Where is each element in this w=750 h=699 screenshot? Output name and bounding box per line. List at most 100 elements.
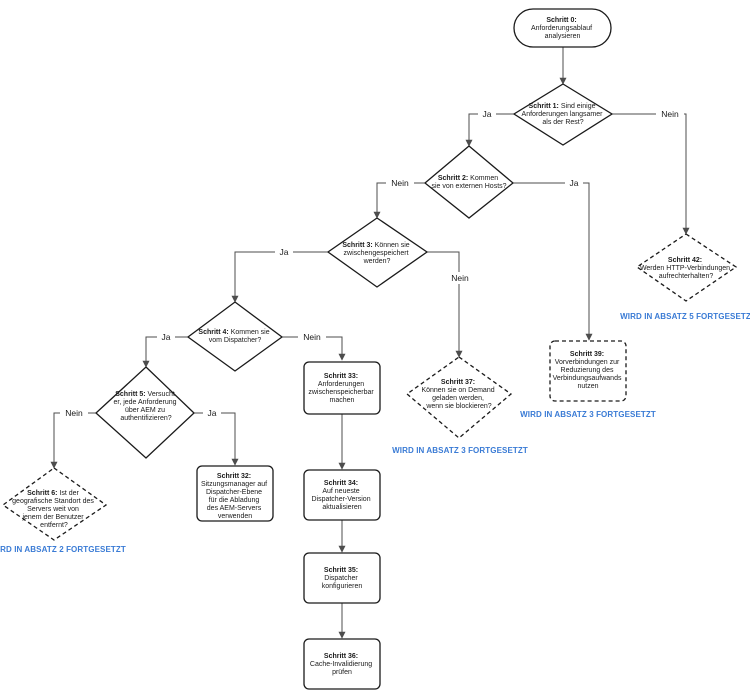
step32-line4: des AEM-Servers: [207, 505, 262, 512]
edge-label-step4-yes: Ja: [162, 332, 171, 342]
step32-line2: Dispatcher-Ebene: [206, 489, 262, 496]
step3-first: Können sie: [375, 242, 410, 249]
step0-number: Schritt 0:: [546, 17, 576, 24]
step42-number: Schritt 42:: [668, 257, 702, 264]
step42-line2: aufrechterhalten?: [659, 273, 714, 280]
step33-number: Schritt 33:: [324, 373, 358, 380]
svg-text:Schritt 34: Auf neueste: Schritt 34: Auf neueste Dispatcher-Versi…: [311, 480, 372, 511]
step1-line1: Anforderungen langsamer: [522, 111, 604, 118]
step4-line1: vom Dispatcher?: [209, 337, 262, 344]
step1-number: Schritt 1:: [529, 103, 559, 110]
svg-text:Schritt 1: Sind einige: Schritt 1: Sind einige Anforderungen lan…: [522, 103, 605, 126]
step33-line1: Anforderungen: [318, 381, 364, 388]
step39-line3: Verbindungsaufwands: [553, 375, 622, 382]
step6-line1: geografische Standort des: [12, 498, 94, 505]
edge-label-step5-no: Nein: [65, 408, 83, 418]
step37-line3: wenn sie blockieren?: [425, 403, 491, 410]
node-step4: Schritt 4: Kommen sie vom Dispatcher?: [186, 301, 284, 372]
node-step34: Schritt 34: Auf neueste Dispatcher-Versi…: [303, 469, 381, 521]
step34-line2: Dispatcher-Version: [311, 496, 370, 503]
node-step3: Schritt 3: Können sie zwischengespeicher…: [326, 217, 429, 288]
svg-text:Schritt 42: Werden HTTP-: Schritt 42: Werden HTTP-Verbindungen auf…: [640, 257, 732, 280]
step36-line2: prüfen: [332, 669, 352, 676]
node-step35: Schritt 35: Dispatcher konfigurieren: [303, 552, 381, 604]
svg-text:Schritt 2: Kommen: Schritt 2: Kommen sie von externen Hosts…: [431, 175, 506, 190]
step32-number: Schritt 32:: [217, 473, 251, 480]
step6-line2: Servers weit von: [27, 506, 79, 513]
edge-step2-yes: [513, 182, 593, 341]
svg-text:Schritt 37: Können sie o: Schritt 37: Können sie on Demand geladen…: [421, 379, 496, 410]
step37-line2: geladen werden,: [432, 395, 484, 402]
step3-line2: werden?: [363, 258, 391, 265]
step35-number: Schritt 35:: [324, 567, 358, 574]
svg-text:Schritt 33: Anforderunge: Schritt 33: Anforderungen zwischenspeich…: [308, 373, 375, 404]
edge-label-step4-no: Nein: [303, 332, 321, 342]
node-step6: Schritt 6: Ist der geografische Standort…: [1, 467, 108, 541]
edge-step5-no: [50, 412, 96, 469]
step33-line2: zwischenspeicherbar: [308, 389, 374, 396]
svg-text:Schritt 3: Können sie: Schritt 3: Können sie zwischengespeicher…: [342, 242, 411, 265]
svg-text:Schritt 39: Vorverbindun: Schritt 39: Vorverbindungen zur Reduzier…: [553, 351, 624, 390]
svg-text:Schritt 4: Kommen sie: Schritt 4: Kommen sie vom Dispatcher?: [198, 329, 271, 344]
step5-line2: über AEM zu: [125, 407, 165, 414]
step1-first: Sind einige: [561, 103, 596, 110]
step3-line1: zwischengespeichert: [344, 250, 409, 257]
node-step33: Schritt 33: Anforderungen zwischenspeich…: [303, 361, 381, 415]
step5-line1: er, jede Anforderung: [113, 399, 176, 406]
edge-step1-no: [612, 113, 690, 235]
step35-line2: konfigurieren: [322, 583, 363, 590]
edge-label-step1-no: Nein: [661, 109, 679, 119]
node-step1: Schritt 1: Sind einige Anforderungen lan…: [512, 83, 614, 146]
step2-number: Schritt 2:: [438, 175, 468, 182]
step34-line1: Auf neueste: [322, 488, 359, 495]
edge-step1-yes: [465, 113, 514, 147]
edge-label-step3-no: Nein: [451, 273, 469, 283]
node-step39: Schritt 39: Vorverbindungen zur Reduzier…: [549, 340, 627, 402]
step34-number: Schritt 34:: [324, 480, 358, 487]
step42-line1: Werden HTTP-Verbindungen: [640, 265, 730, 272]
step4-number: Schritt 4:: [198, 329, 228, 336]
edge-step5-yes: [194, 412, 239, 466]
step6-line4: entfernt?: [40, 522, 68, 529]
edge-label-step2-no: Nein: [391, 178, 409, 188]
continuation-section5: WIRD IN ABSATZ 5 FORTGESETZT: [620, 312, 750, 321]
svg-text:Schritt 35: Dispatcher: Schritt 35: Dispatcher konfigurieren: [322, 567, 363, 590]
edge-label-step1-yes: Ja: [483, 109, 492, 119]
step5-line3: authentifizieren?: [120, 415, 171, 422]
node-step42: Schritt 42: Werden HTTP-Verbindungen auf…: [635, 233, 738, 302]
svg-text:Schritt 0: Anforderungsa: Schritt 0: Anforderungsablauf analysiere…: [531, 17, 594, 40]
continuation-section2: WIRD IN ABSATZ 2 FORTGESETZT: [0, 545, 126, 554]
step2-line1: sie von externen Hosts?: [431, 183, 506, 190]
step1-line2: als der Rest?: [542, 119, 583, 126]
continuation-section3-middle: WIRD IN ABSATZ 3 FORTGESETZT: [392, 446, 528, 455]
edge-step3-yes: [231, 251, 328, 303]
node-step32: Schritt 32: Sitzungsmanager auf Dispatch…: [196, 465, 274, 522]
edge-label-step3-yes: Ja: [280, 247, 289, 257]
step36-number: Schritt 36:: [324, 653, 358, 660]
step2-first: Kommen: [470, 175, 498, 182]
step4-first: Kommen sie: [231, 329, 270, 336]
step33-line3: machen: [330, 397, 355, 404]
svg-text:Schritt 36: Cache-Invali: Schritt 36: Cache-Invalidierung prüfen: [310, 653, 374, 676]
edge-label-step2-yes: Ja: [570, 178, 579, 188]
step39-number: Schritt 39:: [570, 351, 604, 358]
step39-line2: Reduzierung des: [561, 367, 614, 374]
step32-line1: Sitzungsmanager auf: [201, 481, 267, 488]
step6-number: Schritt 6:: [27, 490, 57, 497]
step5-first: Versucht: [148, 391, 175, 398]
step34-line3: aktualisieren: [322, 504, 361, 511]
edge-labels: Ja Nein Nein Ja Ja Nein Ja Nein Nein Ja: [60, 108, 684, 419]
node-step37: Schritt 37: Können sie on Demand geladen…: [405, 356, 513, 439]
step5-number: Schritt 5:: [115, 391, 145, 398]
step39-line1: Vorverbindungen zur: [555, 359, 620, 366]
step32-line5: verwenden: [218, 513, 252, 520]
step0-line2: analysieren: [545, 33, 581, 40]
svg-text:Schritt 6: Ist der: Schritt 6: Ist der geografische Standort…: [12, 490, 96, 529]
step6-line3: jenem der Benutzer: [21, 514, 84, 521]
step32-line3: für die Abladung: [209, 497, 260, 504]
step35-line1: Dispatcher: [324, 575, 358, 582]
step0-line1: Anforderungsablauf: [531, 25, 592, 32]
step37-line1: Können sie on Demand: [421, 387, 494, 394]
step39-line4: nutzen: [577, 383, 598, 390]
node-step0: Schritt 0: Anforderungsablauf analysiere…: [513, 8, 612, 48]
